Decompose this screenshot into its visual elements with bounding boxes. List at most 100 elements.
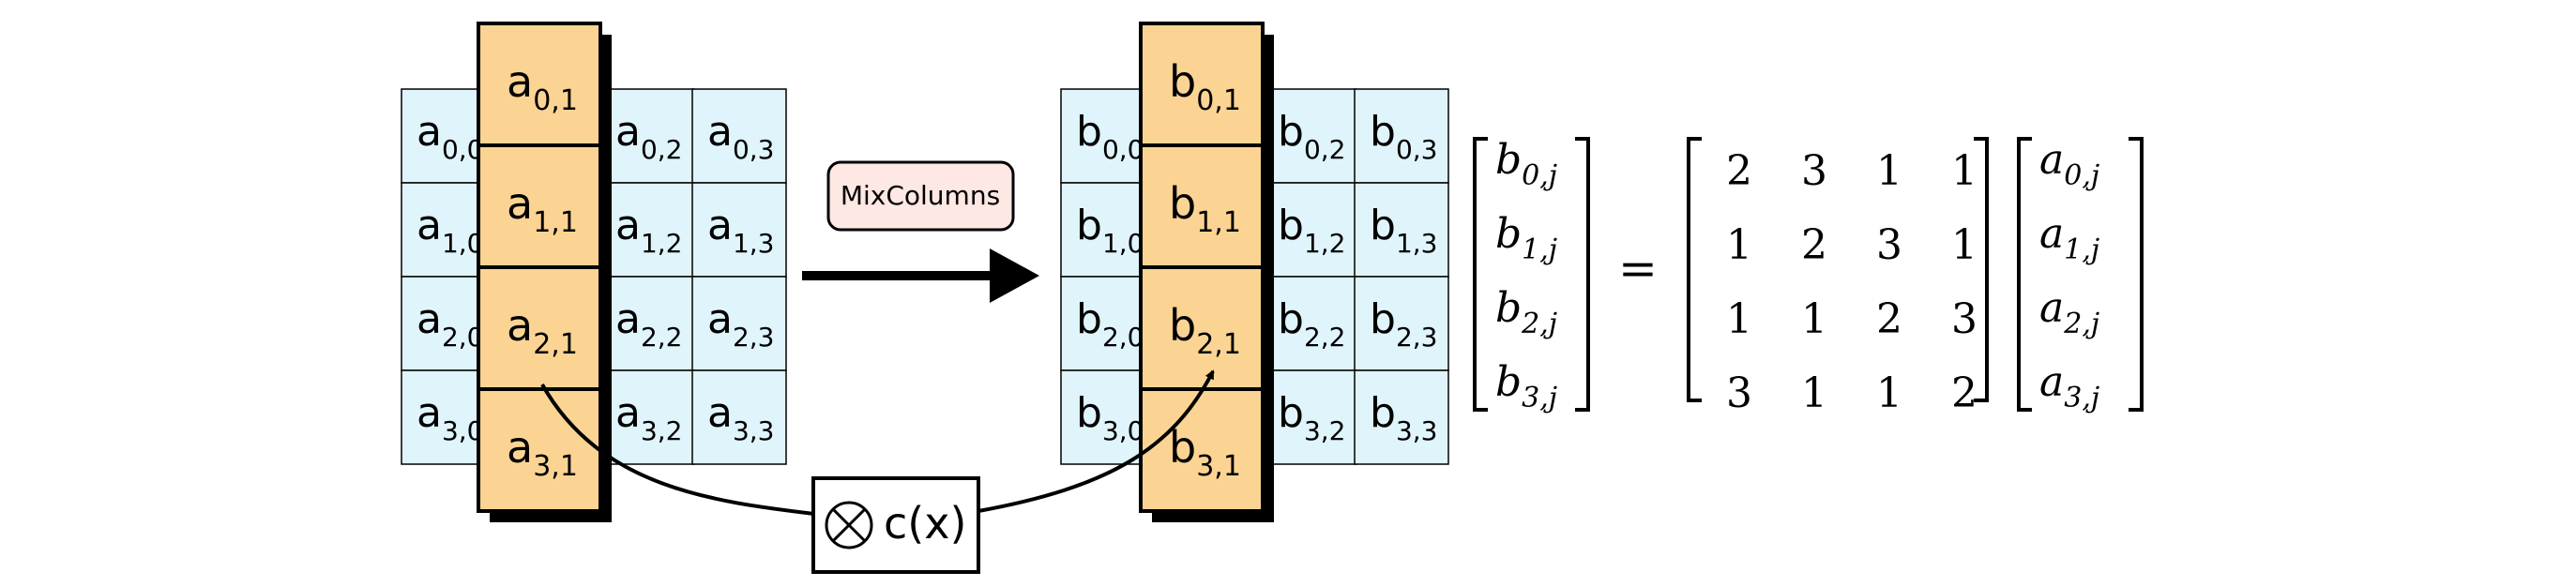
cell-label-b-2-3-subscript: 2,3 [1396,322,1438,353]
cell-label-b-3-2: b3,2 [1278,389,1345,446]
cell-label-b-3-2-subscript: 3,2 [1304,415,1346,446]
rhs-vector-entry-subscript: 0,j [2064,159,2099,192]
cell-label-a-2-2-subscript: 2,2 [641,322,683,353]
curve-left [540,384,815,516]
cell-label-b-1-3-letter: b [1370,202,1396,249]
rhs-vector-entry-1: a1,j [2039,210,2099,266]
highlight-label-a-0-1-subscript: 0,1 [533,84,578,117]
highlight-label-b-2-1-subscript: 2,1 [1196,328,1241,361]
highlight-label-a-2-1-subscript: 2,1 [533,328,578,361]
rhs-vector-entry-3: a3,j [2039,358,2099,414]
lhs-vector-entry-0: b0,j [1495,136,1557,192]
rhs-vector-entry-base: a [2039,284,2064,332]
cell-label-b-3-0: b3,0 [1076,389,1144,446]
equals-sign: = [1618,241,1658,295]
matrix-entry-2-0: 1 [1726,295,1752,343]
cell-a-2-2 [599,276,695,371]
matrix-entry-1-1: 2 [1801,221,1827,269]
mixcolumns-label-box [826,160,1015,232]
cell-label-b-0-2: b0,2 [1278,108,1345,165]
lhs-vector-entry-2: b2,j [1495,284,1557,340]
highlight-label-b-0-1-subscript: 0,1 [1196,84,1241,117]
highlight-label-b-2-1-letter: b [1169,300,1196,351]
rhs-vector-entry-subscript: 3,j [2064,382,2099,414]
cell-label-b-2-2: b2,2 [1278,295,1345,353]
cell-label-a-3-3: a3,3 [707,389,775,446]
matrix-entry-2-3: 3 [1951,295,1977,343]
cell-label-b-0-3-letter: b [1370,108,1396,156]
cell-label-b-3-2-letter: b [1278,389,1304,437]
cell-a-2-3 [691,276,787,371]
highlight-label-b-1-1-letter: b [1169,178,1196,229]
rhs-vector-entry-0: a0,j [2039,136,2099,192]
cell-label-b-3-0-letter: b [1076,389,1102,437]
highlight-label-a-3-1-letter: a [507,422,533,473]
cell-label-b-3-3-subscript: 3,3 [1396,415,1438,446]
cell-label-b-2-2-subscript: 2,2 [1304,322,1346,353]
lhs-vector-entry-base: b [1495,136,1522,184]
cell-label-a-3-2: a3,2 [615,389,683,446]
cell-label-b-2-3: b2,3 [1370,295,1437,353]
highlight-label-b-0-1-letter: b [1169,56,1196,107]
cell-label-a-1-2: a1,2 [615,202,683,259]
cell-label-a-0-2-subscript: 0,2 [641,134,683,165]
matrix-entry-0-3: 1 [1951,147,1977,195]
cell-label-b-2-0: b2,0 [1076,295,1144,353]
lhs-vector-entry-subscript: 2,j [1521,308,1557,340]
lhs-vector-entry-base: b [1495,358,1522,406]
highlight-label-a-1-1-subscript: 1,1 [533,206,578,239]
highlight-label-a-1-1: a1,1 [507,178,578,239]
cell-label-a-2-2: a2,2 [615,295,683,353]
cell-a-1-3 [691,182,787,278]
cell-label-b-3-3: b3,3 [1370,389,1437,446]
multiply-box [811,476,980,574]
cell-a-3-2 [599,369,695,465]
cell-label-b-2-0-subscript: 2,0 [1102,322,1144,353]
lhs-vector-entry-subscript: 0,j [1522,159,1557,192]
cell-label-a-0-3: a0,3 [707,108,775,165]
cell-label-a-3-3-subscript: 3,3 [733,415,775,446]
multiply-path: c(x) [540,369,1215,574]
bracket-L-2152 [2017,137,2032,412]
cell-label-b-3-3-letter: b [1370,389,1396,437]
lhs-vector-entry-subscript: 3,j [1522,382,1557,414]
cell-label-b-1-3: b1,3 [1370,202,1437,259]
cell-label-a-2-0-letter: a [417,295,442,343]
cell-label-a-1-3-subscript: 1,3 [733,228,775,259]
cell-label-b-2-0-letter: b [1076,295,1102,343]
cell-label-b-1-2-letter: b [1278,202,1304,249]
lhs-vector-entry-base: b [1495,210,1522,258]
bracket-R-2152 [2129,137,2144,412]
rhs-vector-entry-subscript: 2,j [2063,308,2099,340]
highlight-cell-b-1-1 [1139,143,1265,269]
rhs-vector-entry-base: a [2039,210,2064,258]
cell-a-3-3 [691,369,787,465]
cell-b-3-2 [1262,369,1357,465]
highlight-cell-a-1-1 [477,143,602,269]
highlight-label-b-0-1: b0,1 [1169,56,1241,117]
cell-b-2-3 [1354,276,1449,371]
cell-label-b-0-3-subscript: 0,3 [1396,134,1438,165]
highlight-label-b-1-1-subscript: 1,1 [1196,206,1241,239]
cell-label-b-3-0-subscript: 3,0 [1102,415,1144,446]
highlight-label-b-3-1: b3,1 [1169,422,1241,483]
cell-label-b-0-0-subscript: 0,0 [1102,134,1144,165]
matrix-entry-1-2: 3 [1876,221,1902,269]
highlight-label-a-0-1: a0,1 [507,56,578,117]
curve-right [977,369,1215,513]
cell-label-a-1-2-subscript: 1,2 [641,228,683,259]
cell-label-b-0-3: b0,3 [1370,108,1437,165]
mixcolumns-label: MixColumns [841,180,1000,211]
matrix-entry-2-2: 2 [1876,295,1902,343]
highlight-label-a-1-1-letter: a [507,178,533,229]
cell-label-a-1-0-letter: a [417,202,442,249]
matrix-entry-3-2: 1 [1876,369,1902,417]
mixcolumns-arrow-head [990,248,1039,303]
cell-label-b-0-0-letter: b [1076,108,1102,156]
mixcolumns-operation: MixColumns [802,160,1039,303]
cell-label-a-3-0-letter: a [417,389,442,437]
lhs-vector-entry-subscript: 1,j [1522,233,1557,266]
